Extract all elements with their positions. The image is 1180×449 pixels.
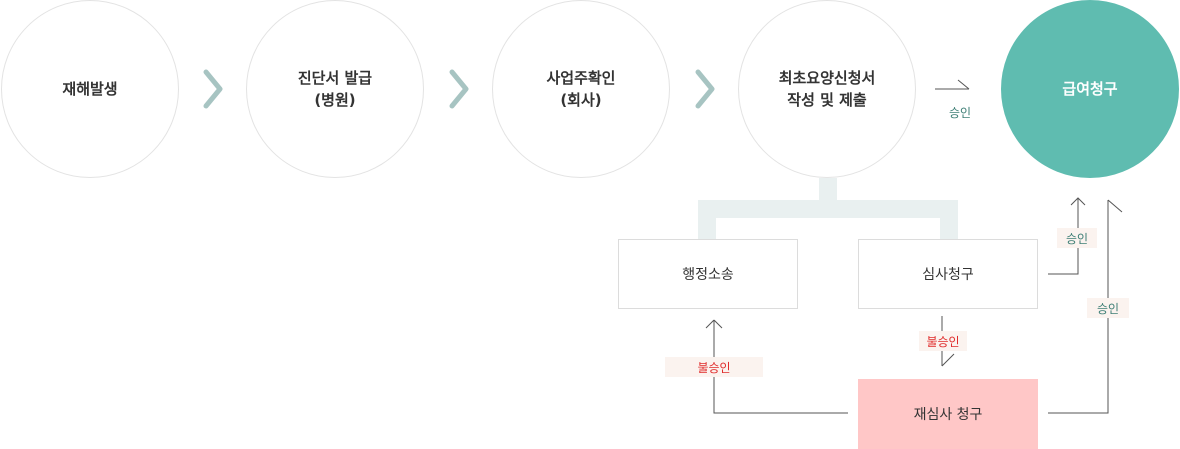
branch-stem bbox=[819, 178, 837, 200]
chevron-right-icon bbox=[203, 69, 223, 109]
branch-left-leg bbox=[698, 200, 716, 240]
step-diagnosis: 진단서 발급 (병원) bbox=[246, 0, 424, 178]
approve-label: 승인 bbox=[1057, 228, 1097, 248]
approve-label: 승인 bbox=[1087, 298, 1129, 318]
reject-label: 불승인 bbox=[919, 331, 967, 351]
litigation-box: 행정소송 bbox=[618, 239, 798, 309]
chevron-right-icon bbox=[449, 69, 469, 109]
reject-label: 불승인 bbox=[665, 357, 763, 377]
step-initial-application: 최초요양신청서 작성 및 제출 bbox=[738, 0, 916, 178]
approve-label: 승인 bbox=[948, 105, 972, 120]
branch-crossbar bbox=[698, 200, 958, 218]
step-benefit-claim: 급여청구 bbox=[1001, 0, 1179, 178]
review-claim-box: 심사청구 bbox=[858, 239, 1038, 309]
step-accident: 재해발생 bbox=[1, 0, 179, 178]
rereview-claim-box: 재심사 청구 bbox=[858, 379, 1038, 449]
branch-right-leg bbox=[940, 200, 958, 240]
chevron-right-icon bbox=[695, 69, 715, 109]
step-employer-confirm: 사업주확인 (회사) bbox=[492, 0, 670, 178]
